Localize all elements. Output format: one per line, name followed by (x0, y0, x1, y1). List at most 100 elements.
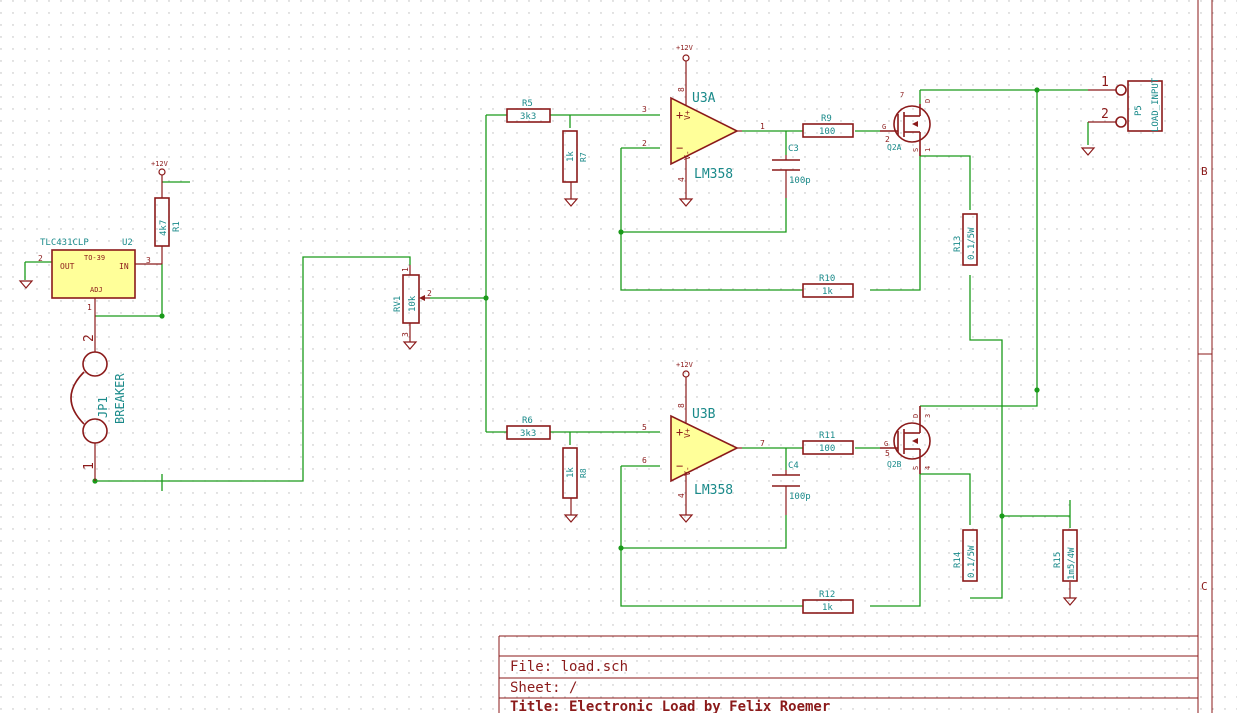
r8-resistor: 1k R8 (562, 447, 588, 499)
r1-value: 4k7 (159, 220, 169, 236)
r13-ref: R13 (953, 236, 963, 252)
svg-text:S: S (912, 466, 920, 470)
r8-value: 1k (566, 467, 576, 478)
r9-resistor: R9 100 (802, 114, 854, 138)
svg-text:V-: V- (683, 466, 692, 476)
title-block-file: File: load.sch (510, 659, 628, 675)
u3a-opamp: V+ V- + − U3A LM358 3 2 1 8 4 (642, 80, 765, 182)
r9-value: 100 (819, 127, 835, 137)
r7-resistor: 1k R7 (562, 130, 588, 183)
svg-text:+12V: +12V (151, 160, 169, 168)
c4-value: 100p (789, 492, 811, 502)
jp1-pin1: 1 (82, 462, 97, 470)
u2-in-label: IN (119, 262, 129, 271)
r6-resistor: R6 3k3 (506, 416, 551, 440)
svg-text:1: 1 (760, 122, 765, 131)
svg-text:4: 4 (677, 177, 686, 182)
svg-text:4: 4 (677, 493, 686, 498)
c3-capacitor: C3 100p (772, 144, 811, 198)
q2a-mosfet: Q2A 2 G 7 D 1 S (880, 91, 932, 156)
sheet-border: B C (1197, 0, 1213, 713)
r15-ref: R15 (1053, 552, 1063, 568)
zone-b-label: B (1201, 165, 1208, 178)
title-block: File: load.sch Sheet: / Title: Electroni… (498, 635, 1198, 713)
r14-ref: R14 (953, 552, 963, 568)
u2-pin-out: 2 (38, 254, 43, 263)
svg-text:7: 7 (760, 439, 765, 448)
u2-package: TO-39 (84, 254, 105, 262)
c3-value: 100p (789, 176, 811, 186)
u2-pin-in: 3 (146, 256, 151, 265)
r12-resistor: R12 1k (802, 590, 854, 614)
r10-value: 1k (822, 287, 833, 297)
junctions (92, 87, 1040, 551)
u2-value: TLC431CLP (40, 238, 89, 248)
u3a-value: LM358 (694, 167, 733, 182)
jp1-ref: JP1 (96, 396, 110, 418)
svg-text:S: S (912, 148, 920, 152)
c3-ref: C3 (788, 144, 799, 154)
rv1-pin1: 1 (401, 267, 410, 272)
svg-text:G: G (884, 440, 888, 448)
r11-resistor: R11 100 (802, 431, 854, 455)
p5-value: LOAD_INPUT (1151, 77, 1161, 132)
r6-value: 3k3 (520, 429, 536, 439)
jp1-breaker: 2 1 JP1 BREAKER (70, 316, 127, 481)
r11-ref: R11 (819, 431, 835, 441)
svg-text:+: + (676, 425, 683, 439)
rv1-pin3: 3 (401, 332, 410, 337)
svg-text:V+: V+ (683, 110, 692, 120)
r12-ref: R12 (819, 590, 835, 600)
r7-value: 1k (566, 151, 576, 162)
u2-pin-adj: 1 (87, 303, 92, 312)
r7-ref: R7 (579, 152, 588, 162)
r1-ref: R1 (172, 221, 182, 232)
jp1-pin2: 2 (82, 334, 97, 342)
svg-text:D: D (912, 414, 920, 418)
q2b-mosfet: Q2B 5 G 3 D 4 S (880, 406, 932, 474)
jp1-value: BREAKER (113, 373, 127, 424)
u2-out-label: OUT (60, 262, 75, 271)
title-block-sheet: Sheet: / (510, 680, 577, 696)
svg-text:2: 2 (642, 139, 647, 148)
r13-value: 0.1/5W (967, 227, 977, 260)
svg-text:D: D (924, 99, 932, 103)
title-block-title: Title: Electronic Load by Felix Roemer (510, 699, 830, 713)
rv1-potentiometer: RV1 10k 1 2 3 (393, 265, 432, 337)
svg-text:5: 5 (642, 423, 647, 432)
svg-text:6: 6 (642, 456, 647, 465)
u3b-ref: U3B (692, 407, 716, 422)
c4-ref: C4 (788, 461, 799, 471)
r12-value: 1k (822, 603, 833, 613)
ground-symbols (18, 147, 1096, 606)
power-symbol-u3a: +12V (676, 44, 694, 80)
u3a-ref: U3A (692, 91, 716, 106)
svg-text:V+: V+ (683, 428, 692, 438)
p5-ref: P5 (1134, 105, 1144, 116)
r9-ref: R9 (821, 114, 832, 124)
svg-text:7: 7 (900, 91, 904, 99)
wires (24, 89, 1089, 607)
svg-text:8: 8 (677, 403, 686, 408)
svg-text:4: 4 (924, 466, 932, 470)
r14-resistor: R14 0.1/5W (953, 529, 978, 582)
r15-resistor: R15 1m5/4W (1053, 529, 1078, 582)
svg-text:2: 2 (885, 135, 890, 144)
r8-ref: R8 (579, 468, 588, 478)
svg-text:+: + (676, 108, 683, 122)
r13-resistor: R13 0.1/5W (953, 213, 978, 266)
rv1-ref: RV1 (393, 296, 403, 312)
p5-connector: 1 2 P5 LOAD_INPUT (1088, 75, 1163, 132)
r5-value: 3k3 (520, 112, 536, 122)
svg-text:3: 3 (924, 414, 932, 418)
c4-capacitor: C4 100p (772, 461, 811, 515)
rv1-pin2: 2 (427, 289, 432, 298)
svg-text:1: 1 (924, 148, 932, 152)
svg-text:G: G (882, 123, 886, 131)
q2b-ref: Q2B (887, 460, 902, 469)
svg-text:5: 5 (885, 449, 890, 458)
svg-text:8: 8 (677, 87, 686, 92)
r14-value: 0.1/5W (967, 545, 977, 578)
svg-text:−: − (676, 141, 683, 155)
